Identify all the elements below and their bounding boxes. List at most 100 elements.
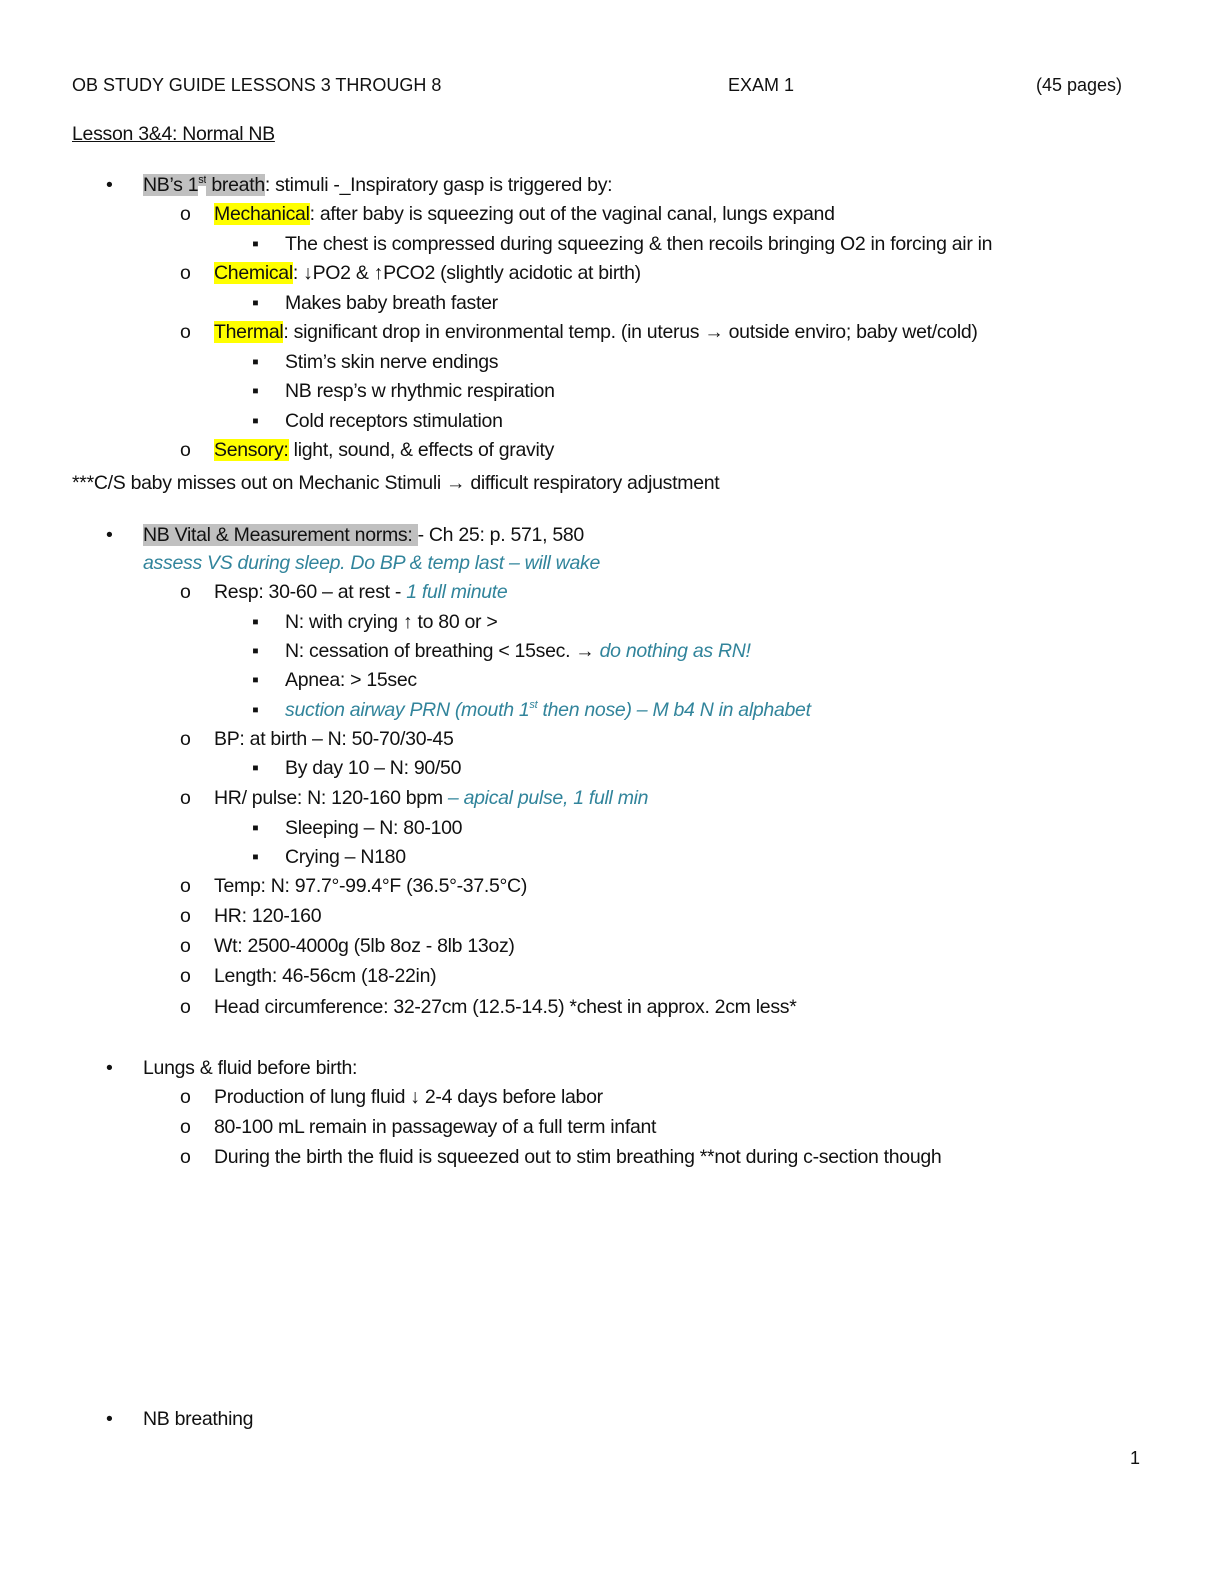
text-segment: Wt: 2500-4000g (5lb 8oz - 8lb 13oz) (214, 935, 515, 957)
list-item: NB resp’s w rhythmic respiration (285, 378, 555, 404)
sub-bullet-icon: o (180, 439, 191, 461)
text-segment: Production of lung fluid ↓ 2-4 days befo… (214, 1086, 603, 1108)
list-item: During the birth the fluid is squeezed o… (214, 1144, 942, 1170)
note-text: suction airway PRN (mouth 1 (285, 699, 530, 721)
list-item: suction airway PRN (mouth 1st then nose)… (285, 697, 811, 723)
text-segment: BP: at birth – N: 50-70/30-45 (214, 728, 454, 750)
list-item: Wt: 2500-4000g (5lb 8oz - 8lb 13oz) (214, 933, 515, 959)
text-segment: NB breathing (143, 1408, 254, 1430)
text-segment: The chest is compressed during squeezing… (285, 233, 993, 255)
text-segment: Lesson 3&4: Normal NB (72, 123, 275, 145)
text-segment: HR/ pulse: N: 120-160 bpm (214, 787, 448, 809)
list-item: Temp: N: 97.7°-99.4°F (36.5°-37.5°C) (214, 873, 527, 899)
bullet-icon: • (106, 1408, 113, 1430)
square-bullet-icon: ▪ (252, 699, 259, 721)
list-item: Sensory: light, sound, & effects of grav… (214, 437, 554, 463)
text-segment: Head circumference: 32-27cm (12.5-14.5) … (214, 996, 797, 1018)
text-segment: breath (206, 174, 265, 196)
list-item: Crying – N180 (285, 844, 406, 870)
list-item: NB breathing (143, 1406, 254, 1432)
note-text: st (529, 699, 538, 711)
bullet-icon: • (106, 174, 113, 196)
list-item: N: cessation of breathing < 15sec. → do … (285, 638, 751, 664)
list-item: HR/ pulse: N: 120-160 bpm – apical pulse… (214, 785, 649, 811)
text-segment: Apnea: > 15sec (285, 669, 417, 691)
list-item: Chemical: ↓PO2 & ↑PCO2 (slightly acidoti… (214, 260, 641, 286)
text-segment: : ↓PO2 & ↑PCO2 (slightly acidotic at bir… (292, 262, 641, 284)
text-segment: N: with crying ↑ to 80 or > (285, 611, 498, 633)
text-segment: Crying – N180 (285, 846, 406, 868)
text-segment: light, sound, & effects of gravity (288, 439, 555, 461)
text-segment: 80-100 mL remain in passageway of a full… (214, 1116, 657, 1138)
list-item: N: with crying ↑ to 80 or > (285, 609, 498, 635)
list-item: Lungs & fluid before birth: (143, 1055, 357, 1081)
list-item: Apnea: > 15sec (285, 667, 417, 693)
square-bullet-icon: ▪ (252, 640, 259, 662)
list-item: HR: 120-160 (214, 903, 322, 929)
list-item: Sleeping – N: 80-100 (285, 815, 463, 841)
list-item: Head circumference: 32-27cm (12.5-14.5) … (214, 994, 797, 1020)
text-segment: NB resp’s w rhythmic respiration (285, 380, 555, 402)
highlighted-term: Mechanical (214, 203, 310, 225)
list-item: NB’s 1st breath: stimuli -_Inspiratory g… (143, 172, 613, 198)
sub-bullet-icon: o (180, 935, 191, 957)
sub-bullet-icon: o (180, 1116, 191, 1138)
page-number: 1 (1130, 1448, 1141, 1468)
text-segment: Cold receptors stimulation (285, 410, 503, 432)
note-text: assess VS during sleep. Do BP & temp las… (143, 552, 601, 574)
highlighted-term: Sensory: (214, 439, 289, 461)
text-segment: During the birth the fluid is squeezed o… (214, 1146, 942, 1168)
list-item: Makes baby breath faster (285, 290, 498, 316)
note-text: 1 full minute (406, 581, 508, 603)
list-item: Cold receptors stimulation (285, 408, 503, 434)
list-item: Thermal: significant drop in environment… (214, 319, 978, 345)
text-segment: st (198, 174, 207, 186)
sub-bullet-icon: o (180, 1146, 191, 1168)
list-item: Length: 46-56cm (18-22in) (214, 963, 437, 989)
sub-bullet-icon: o (180, 262, 191, 284)
text-segment: Length: 46-56cm (18-22in) (214, 965, 437, 987)
sub-bullet-icon: o (180, 1086, 191, 1108)
square-bullet-icon: ▪ (252, 380, 259, 402)
square-bullet-icon: ▪ (252, 351, 259, 373)
text-segment: ***C/S baby misses out on Mechanic Stimu… (72, 472, 720, 494)
square-bullet-icon: ▪ (252, 611, 259, 633)
list-item: By day 10 – N: 90/50 (285, 755, 461, 781)
header-pages: (45 pages) (1036, 75, 1123, 95)
text-segment: Resp: 30-60 – at rest - (214, 581, 407, 603)
text-segment: Stim’s skin nerve endings (285, 351, 499, 373)
header-exam: EXAM 1 (728, 75, 795, 95)
sub-bullet-icon: o (180, 787, 191, 809)
note-text: then nose) – M b4 N in alphabet (537, 699, 812, 721)
sub-bullet-icon: o (180, 996, 191, 1018)
text-segment: By day 10 – N: 90/50 (285, 757, 462, 779)
list-item: Mechanical: after baby is squeezing out … (214, 201, 835, 227)
text-segment: NB’s 1 (143, 174, 199, 196)
list-item: Production of lung fluid ↓ 2-4 days befo… (214, 1084, 603, 1110)
bullet-icon: • (106, 524, 113, 546)
list-item: The chest is compressed during squeezing… (285, 231, 993, 257)
sub-bullet-icon: o (180, 905, 191, 927)
highlighted-term: Chemical (214, 262, 293, 284)
highlighted-term: Thermal (214, 321, 284, 343)
square-bullet-icon: ▪ (252, 410, 259, 432)
square-bullet-icon: ▪ (252, 292, 259, 314)
list-item: Resp: 30-60 – at rest - 1 full minute (214, 579, 508, 605)
list-item: Stim’s skin nerve endings (285, 349, 499, 375)
sub-bullet-icon: o (180, 728, 191, 750)
header-title: OB STUDY GUIDE LESSONS 3 THROUGH 8 (72, 75, 442, 95)
list-item: ***C/S baby misses out on Mechanic Stimu… (72, 470, 720, 496)
text-segment: : after baby is squeezing out of the vag… (309, 203, 835, 225)
text-segment: : significant drop in environmental temp… (283, 321, 978, 343)
note-text: do nothing as RN! (599, 640, 751, 662)
text-segment: Sleeping – N: 80-100 (285, 817, 463, 839)
text-segment: Makes baby breath faster (285, 292, 498, 314)
note-text: – apical pulse, 1 full min (447, 787, 649, 809)
sub-bullet-icon: o (180, 965, 191, 987)
text-segment: Temp: N: 97.7°-99.4°F (36.5°-37.5°C) (214, 875, 528, 897)
list-item: BP: at birth – N: 50-70/30-45 (214, 726, 454, 752)
sub-bullet-icon: o (180, 203, 191, 225)
text-segment: Lungs & fluid before birth: (143, 1057, 358, 1079)
square-bullet-icon: ▪ (252, 669, 259, 691)
list-item: NB Vital & Measurement norms: - Ch 25: p… (143, 522, 584, 548)
